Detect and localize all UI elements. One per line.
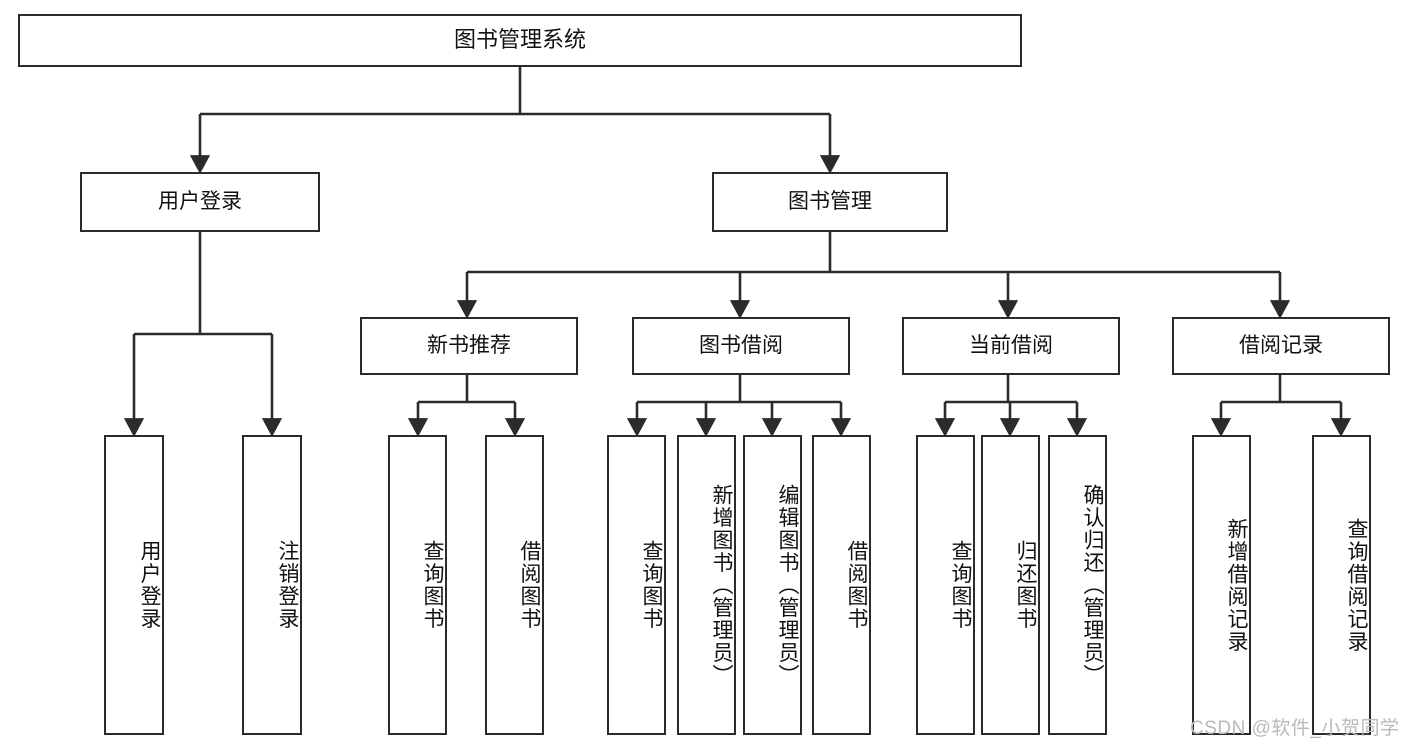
node-book-manage[interactable]: 图书管理 [712,172,948,232]
leaf-query-book-2[interactable]: 查询图书 [607,435,666,735]
leaf-borrow-book-2[interactable]: 借阅图书 [812,435,871,735]
node-user-login[interactable]: 用户登录 [80,172,320,232]
leaf-user-login-label: 用户登录 [138,540,161,630]
leaf-logout-login-label: 注销登录 [276,540,299,630]
watermark: CSDN @软件_小贺同学 [1190,718,1400,739]
leaf-return-book[interactable]: 归还图书 [981,435,1040,735]
leaf-logout-login[interactable]: 注销登录 [242,435,302,735]
node-current-borrow[interactable]: 当前借阅 [902,317,1120,375]
leaf-confirm-return[interactable]: 确认归还（管理员） [1048,435,1107,735]
leaf-query-book-2-label: 查询图书 [640,540,663,630]
leaf-edit-book[interactable]: 编辑图书（管理员） [743,435,802,735]
node-current-borrow-label: 当前借阅 [969,334,1053,358]
node-book-manage-label: 图书管理 [788,190,872,214]
leaf-query-book-1-label: 查询图书 [421,540,444,630]
node-new-book-recommend[interactable]: 新书推荐 [360,317,578,375]
leaf-user-login[interactable]: 用户登录 [104,435,164,735]
node-borrow-record[interactable]: 借阅记录 [1172,317,1390,375]
leaf-query-book-1[interactable]: 查询图书 [388,435,447,735]
leaf-query-record-label: 查询借阅记录 [1345,517,1368,653]
leaf-return-book-label: 归还图书 [1014,540,1037,630]
node-book-borrow[interactable]: 图书借阅 [632,317,850,375]
node-root[interactable]: 图书管理系统 [18,14,1022,67]
leaf-confirm-return-label: 确认归还（管理员） [1081,483,1104,687]
leaf-edit-book-label: 编辑图书（管理员） [776,483,799,687]
node-root-label: 图书管理系统 [453,27,586,53]
leaf-borrow-book-2-label: 借阅图书 [845,540,868,630]
leaf-borrow-book-1-label: 借阅图书 [518,540,541,630]
leaf-add-book[interactable]: 新增图书（管理员） [677,435,736,735]
leaf-add-book-label: 新增图书（管理员） [710,483,733,687]
node-book-borrow-label: 图书借阅 [699,334,783,358]
node-new-book-recommend-label: 新书推荐 [427,334,511,358]
leaf-add-record-label: 新增借阅记录 [1225,517,1248,653]
leaf-borrow-book-1[interactable]: 借阅图书 [485,435,544,735]
leaf-query-book-3[interactable]: 查询图书 [916,435,975,735]
leaf-query-record[interactable]: 查询借阅记录 [1312,435,1371,735]
node-borrow-record-label: 借阅记录 [1239,334,1323,358]
leaf-query-book-3-label: 查询图书 [949,540,972,630]
leaf-add-record[interactable]: 新增借阅记录 [1192,435,1251,735]
node-user-login-label: 用户登录 [158,190,242,214]
